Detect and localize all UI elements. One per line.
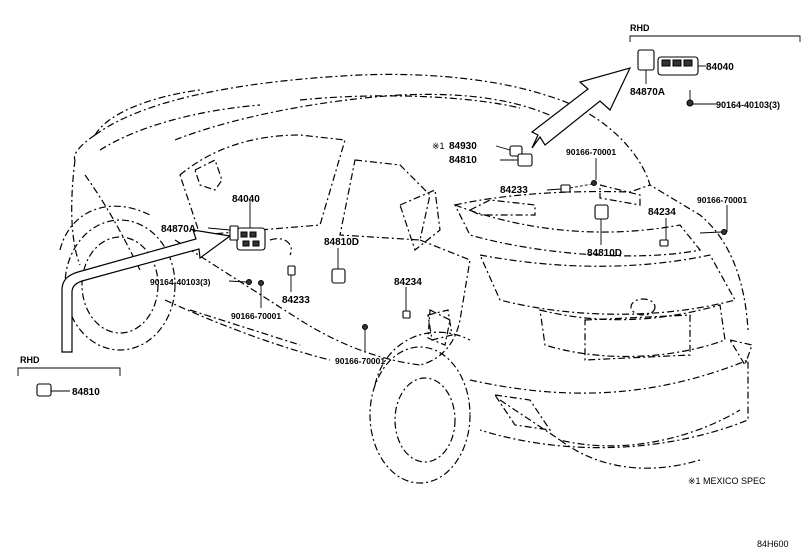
bezel-84870a-rhd [637,49,655,71]
label-84233-left: 84233 [282,295,310,306]
arrow-top [530,67,632,149]
label-84040-left: 84040 [232,194,260,205]
rhd-box-left: RHD [17,355,121,376]
part-labels: 84040 84870A 90164-40103(3) ※1 84930 848… [72,62,780,398]
label-84930: 84930 [449,141,477,152]
switch-84233-right [560,184,571,193]
label-84870a-top: 84870A [630,87,665,98]
label-84040-top: 84040 [706,62,734,73]
screw-90166-d [362,324,368,330]
switch-84810-mid [517,153,533,167]
label-90166-a: 90166-70001 [566,147,616,157]
rhd-label-top: RHD [630,23,650,33]
bezel-84870a-left [229,225,239,241]
switch-84810-rhd [36,383,52,397]
screw-90166-a [591,180,597,186]
label-84810d-left: 84810D [324,237,359,248]
label-90164-left: 90164-40103(3) [150,277,211,287]
rhd-box-top: RHD [629,23,801,42]
screw-90166-b [721,229,727,235]
label-84234-left: 84234 [394,277,422,288]
screw-90164-left [246,279,252,285]
screw-90164-top [686,99,694,107]
switch-84233-left [287,265,296,276]
rhd-label-left: RHD [20,355,40,365]
label-84810-mid: 84810 [449,155,477,166]
label-90166-d: 90166-70001 [335,356,385,366]
arrow-left [61,229,232,353]
leader-lines [51,65,728,392]
label-84810-rhd: 84810 [72,387,100,398]
diagram-code: 84H600 [757,539,789,549]
label-90166-c: 90166-70001 [231,311,281,321]
switch-84234-left [402,310,411,319]
switch-84930 [509,145,523,157]
label-84810d-right: 84810D [587,248,622,259]
switch-84234-right [659,239,669,247]
label-84870a-left: 84870A [161,224,196,235]
note-mexico-spec: ※1 MEXICO SPEC [688,476,766,486]
label-90164-top: 90164-40103(3) [716,100,780,110]
switch-84810d-left [331,268,346,284]
label-90166-b: 90166-70001 [697,195,747,205]
label-84233-right: 84233 [500,185,528,196]
screw-90166-c [258,280,264,286]
switch-84810d-right [594,204,609,220]
label-84234-right: 84234 [648,207,676,218]
parts [36,49,727,397]
label-mexico-mark: ※1 [432,141,445,151]
switch-84040-left [236,227,266,251]
vehicle-outline [59,73,753,484]
